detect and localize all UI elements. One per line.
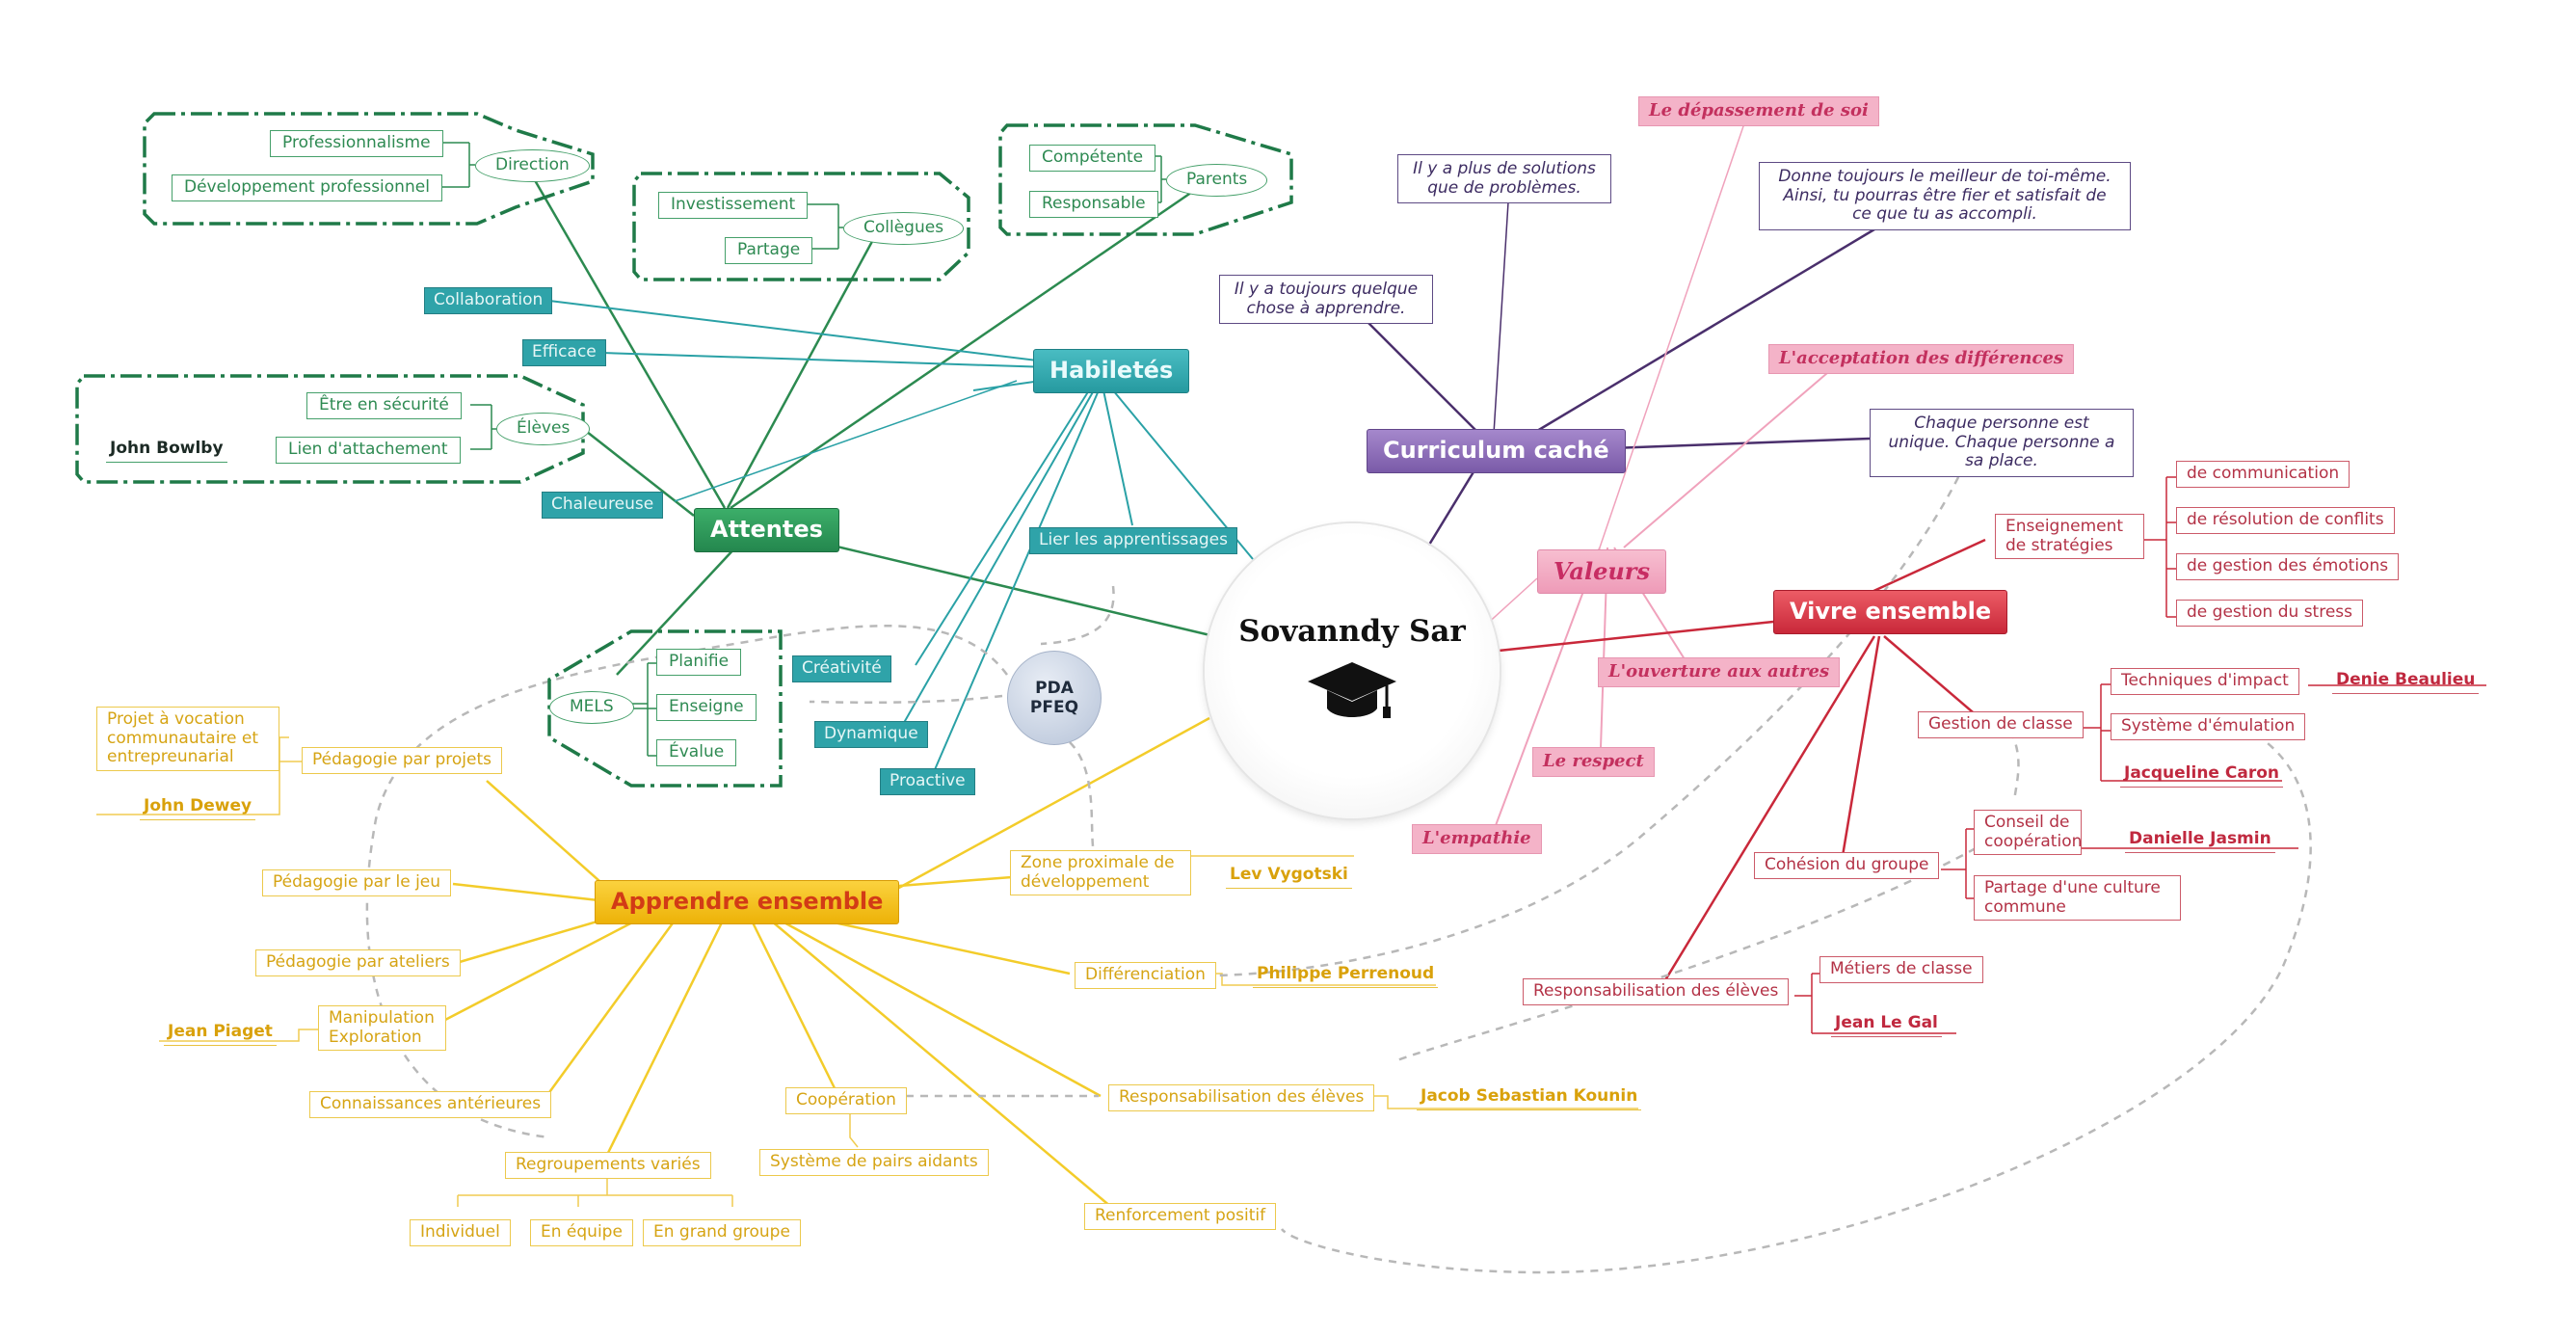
- central-topic[interactable]: Sovanndy Sar: [1205, 523, 1500, 818]
- node-efficace[interactable]: Efficace: [522, 339, 606, 366]
- node-empathie[interactable]: L'empathie: [1412, 824, 1542, 854]
- node-renforcement-positif[interactable]: Renforcement positif: [1084, 1203, 1277, 1230]
- node-dynamique[interactable]: Dynamique: [814, 721, 928, 748]
- node-professionnalisme[interactable]: Professionnalisme: [270, 130, 443, 157]
- node-techniques-impact[interactable]: Techniques d'impact: [2111, 668, 2299, 695]
- node-connaissances-anterieures[interactable]: Connaissances antérieures: [309, 1091, 552, 1118]
- node-collegues[interactable]: Collègues: [843, 212, 965, 245]
- node-lien-attachement[interactable]: Lien d'attachement: [276, 437, 461, 464]
- node-danielle-jasmin[interactable]: Danielle Jasmin: [2125, 827, 2275, 853]
- node-responsable[interactable]: Responsable: [1029, 191, 1158, 218]
- node-toujours-quelque-chose[interactable]: Il y a toujours quelque chose à apprendr…: [1219, 275, 1433, 325]
- node-individuel[interactable]: Individuel: [410, 1219, 511, 1246]
- node-zone-proximale[interactable]: Zone proximale de développement: [1010, 850, 1191, 896]
- node-meilleur-de-toi[interactable]: Donne toujours le meilleur de toi-même. …: [1759, 162, 2131, 230]
- node-direction[interactable]: Direction: [475, 149, 590, 182]
- node-jean-le-gal[interactable]: Jean Le Gal: [1831, 1011, 1942, 1037]
- node-projet-vocation[interactable]: Projet à vocation communautaire et entre…: [96, 707, 279, 771]
- topic-vivre-ensemble[interactable]: Vivre ensemble: [1773, 590, 2008, 634]
- node-evalue[interactable]: Évalue: [656, 739, 737, 766]
- pda-label: PDA: [1035, 678, 1074, 698]
- node-cohesion-du-groupe[interactable]: Cohésion du groupe: [1754, 852, 1940, 879]
- node-cooperation[interactable]: Coopération: [785, 1087, 907, 1114]
- node-philippe-perrenoud[interactable]: Philippe Perrenoud: [1253, 962, 1439, 988]
- node-communication[interactable]: de communication: [2176, 461, 2350, 488]
- pfeq-label: PFEQ: [1029, 698, 1079, 717]
- node-gestion-emotions[interactable]: de gestion des émotions: [2176, 553, 2400, 580]
- node-enseignement-strategies[interactable]: Enseignement de stratégies: [1995, 514, 2144, 560]
- node-pedagogie-projets[interactable]: Pédagogie par projets: [302, 747, 502, 774]
- node-responsabilisation-eleves[interactable]: Responsabilisation des élèves: [1108, 1084, 1375, 1111]
- node-investissement[interactable]: Investissement: [658, 192, 809, 219]
- node-competente[interactable]: Compétente: [1029, 145, 1156, 172]
- central-title: Sovanndy Sar: [1238, 614, 1466, 649]
- node-jean-piaget[interactable]: Jean Piaget: [164, 1020, 277, 1046]
- node-partage[interactable]: Partage: [725, 237, 813, 264]
- pda-pfeq-node[interactable]: PDA PFEQ: [1007, 651, 1102, 745]
- topic-valeurs[interactable]: Valeurs: [1537, 549, 1666, 594]
- node-regroupements-varies[interactable]: Regroupements variés: [505, 1152, 711, 1179]
- node-collaboration[interactable]: Collaboration: [424, 287, 553, 314]
- node-chaleureuse[interactable]: Chaleureuse: [542, 492, 664, 519]
- node-jacob-kounin[interactable]: Jacob Sebastian Kounin: [1417, 1084, 1642, 1110]
- node-parents[interactable]: Parents: [1166, 164, 1268, 197]
- node-enseigne[interactable]: Enseigne: [656, 694, 757, 721]
- node-lier-apprentissages[interactable]: Lier les apprentissages: [1029, 527, 1237, 554]
- node-john-dewey[interactable]: John Dewey: [140, 794, 256, 820]
- node-plus-de-solutions[interactable]: Il y a plus de solutions que de problème…: [1397, 154, 1611, 204]
- node-pairs-aidants[interactable]: Système de pairs aidants: [759, 1149, 989, 1176]
- graduation-cap-icon: [1308, 662, 1396, 718]
- node-pedagogie-jeu[interactable]: Pédagogie par le jeu: [262, 869, 452, 896]
- node-partage-culture[interactable]: Partage d'une culture commune: [1974, 875, 2181, 922]
- node-en-grand-groupe[interactable]: En grand groupe: [643, 1219, 801, 1246]
- node-gestion-stress[interactable]: de gestion du stress: [2176, 600, 2364, 627]
- node-conseil-cooperation[interactable]: Conseil de coopération: [1974, 810, 2082, 856]
- node-proactive[interactable]: Proactive: [880, 768, 975, 795]
- node-responsabilisation-eleves-vivre[interactable]: Responsabilisation des élèves: [1523, 978, 1790, 1005]
- topic-apprendre-ensemble[interactable]: Apprendre ensemble: [595, 880, 900, 924]
- node-personne-unique[interactable]: Chaque personne est unique. Chaque perso…: [1870, 409, 2134, 477]
- topic-habiletes[interactable]: Habiletés: [1033, 349, 1190, 393]
- node-eleves[interactable]: Élèves: [496, 413, 591, 445]
- node-pedagogie-ateliers[interactable]: Pédagogie par ateliers: [255, 949, 461, 976]
- node-metiers-de-classe[interactable]: Métiers de classe: [1819, 956, 1983, 983]
- topic-attentes[interactable]: Attentes: [694, 508, 839, 552]
- node-depassement-de-soi[interactable]: Le dépassement de soi: [1638, 96, 1879, 126]
- node-gestion-de-classe[interactable]: Gestion de classe: [1918, 711, 2084, 738]
- node-en-equipe[interactable]: En équipe: [530, 1219, 633, 1246]
- node-differenciation[interactable]: Différenciation: [1075, 962, 1216, 989]
- node-acceptation-differences[interactable]: L'acceptation des différences: [1768, 344, 2075, 374]
- node-planifie[interactable]: Planifie: [656, 649, 742, 676]
- node-systeme-emulation[interactable]: Système d'émulation: [2111, 713, 2306, 740]
- node-lev-vygotski[interactable]: Lev Vygotski: [1226, 863, 1352, 889]
- node-denie-beaulieu[interactable]: Denie Beaulieu: [2332, 668, 2480, 694]
- node-manipulation-exploration[interactable]: Manipulation Exploration: [318, 1005, 446, 1052]
- node-etre-en-securite[interactable]: Être en sécurité: [306, 392, 462, 419]
- node-ouverture-aux-autres[interactable]: L'ouverture aux autres: [1598, 657, 1841, 687]
- node-respect[interactable]: Le respect: [1532, 747, 1655, 777]
- node-creativite[interactable]: Créativité: [792, 655, 891, 682]
- node-john-bowlby[interactable]: John Bowlby: [106, 437, 227, 463]
- topic-curriculum-cache[interactable]: Curriculum caché: [1367, 429, 1626, 473]
- node-mels[interactable]: MELS: [549, 691, 634, 724]
- node-developpement-professionnel[interactable]: Développement professionnel: [172, 174, 442, 201]
- node-jacqueline-caron[interactable]: Jacqueline Caron: [2120, 762, 2283, 788]
- node-resolution-conflits[interactable]: de résolution de conflits: [2176, 507, 2395, 534]
